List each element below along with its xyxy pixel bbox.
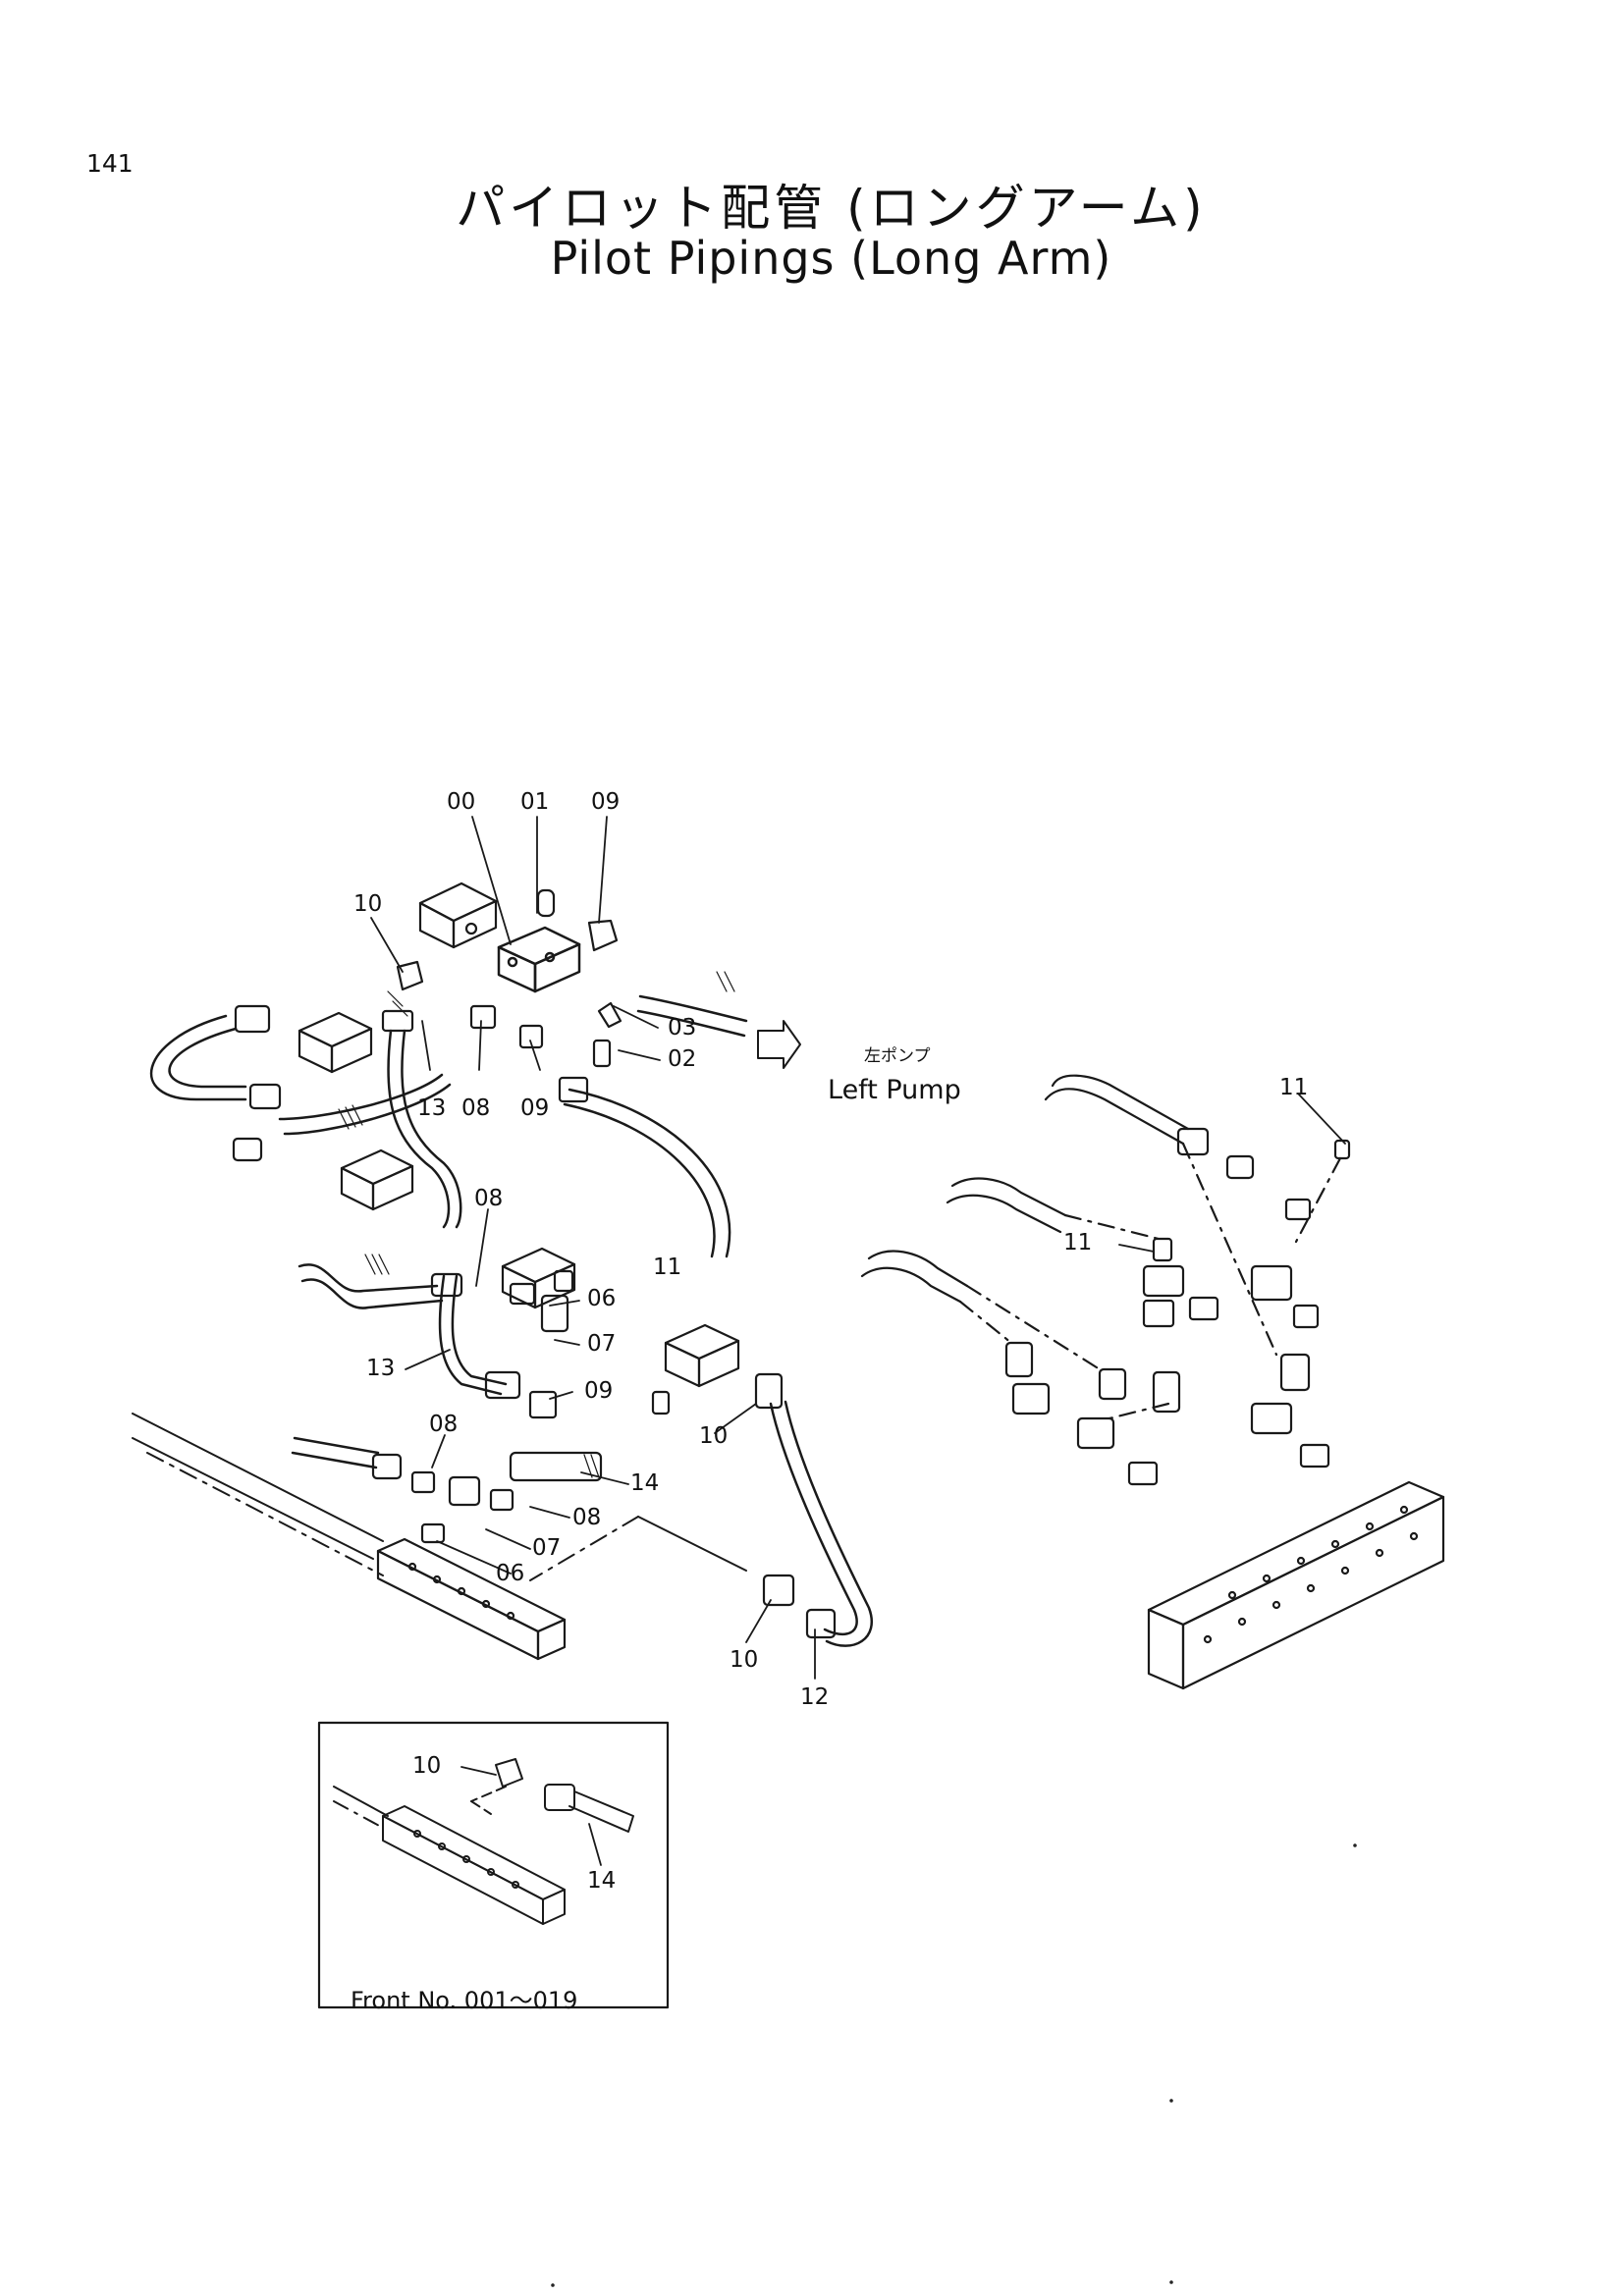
left-pump-label: Left Pump	[828, 1075, 961, 1105]
right-manifold-block	[1147, 1480, 1445, 1690]
callout-10: 10	[412, 1753, 442, 1779]
callout-14: 14	[630, 1470, 660, 1496]
title-japanese: パイロット配管 (ロングアーム)	[456, 180, 1207, 237]
callout-13: 13	[417, 1095, 447, 1121]
inset-caption: Front No. 001～019	[351, 1987, 578, 2014]
callout-07: 07	[587, 1331, 617, 1357]
callout-09: 09	[584, 1378, 614, 1404]
title-english: Pilot Pipings (Long Arm)	[550, 232, 1112, 285]
callout-10: 10	[699, 1423, 729, 1449]
specks	[551, 1843, 1357, 2287]
hose-lines	[150, 994, 873, 1647]
right-piping-group	[860, 1074, 1351, 1486]
frame-lines	[132, 1413, 747, 1581]
callout-12: 12	[800, 1684, 830, 1710]
callout-08: 08	[474, 1186, 504, 1211]
callout-01: 01	[520, 789, 550, 815]
left-pump-label-japanese: 左ポンプ	[864, 1046, 931, 1066]
callout-11: 11	[1279, 1075, 1309, 1100]
manifold-block	[497, 926, 581, 993]
page-number: 141	[86, 149, 134, 178]
callout-10: 10	[730, 1647, 759, 1673]
callout-14: 14	[587, 1868, 617, 1894]
lower-manifold-bar	[376, 1537, 567, 1661]
callout-09: 09	[591, 789, 621, 815]
callout-13: 13	[366, 1356, 396, 1381]
callout-11: 11	[653, 1255, 682, 1280]
callout-00: 00	[447, 789, 476, 815]
callout-08: 08	[429, 1412, 459, 1437]
callout-08: 08	[572, 1505, 602, 1530]
fittings	[232, 888, 837, 1639]
braid-hatching	[338, 971, 735, 1478]
callout-06: 06	[587, 1286, 617, 1311]
left-pump-arrow-icon	[757, 1020, 801, 1069]
callout-03: 03	[668, 1015, 697, 1041]
callout-09: 09	[520, 1095, 550, 1121]
bracket-blocks	[298, 881, 740, 1388]
callout-10: 10	[353, 891, 383, 917]
callout-07: 07	[532, 1535, 562, 1561]
callout-08: 08	[461, 1095, 491, 1121]
callout-06: 06	[496, 1561, 525, 1586]
inset-frame	[317, 1721, 670, 2009]
leader-lines	[370, 816, 1346, 1866]
callout-02: 02	[668, 1046, 697, 1072]
callout-11: 11	[1063, 1230, 1093, 1255]
inset-drawing	[333, 1758, 634, 1925]
